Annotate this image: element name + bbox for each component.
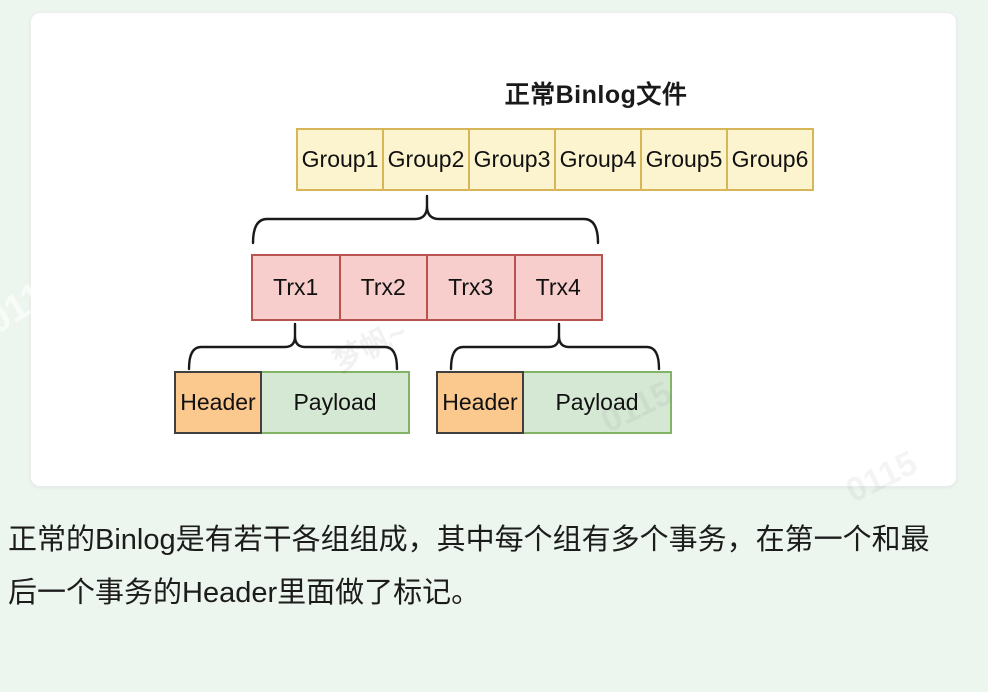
brace-group-to-trx bbox=[251, 194, 600, 245]
trx-cell-1: Trx1 bbox=[251, 254, 341, 321]
event-payload-box-1: Payload bbox=[260, 371, 410, 434]
trx-row: Trx1 Trx2 Trx3 Trx4 bbox=[251, 254, 603, 321]
event-payload-box-2: Payload bbox=[522, 371, 672, 434]
event-header-box-2: Header bbox=[436, 371, 524, 434]
group-cell-1: Group1 bbox=[296, 128, 384, 191]
brace-trx1-to-event bbox=[187, 322, 399, 371]
group-cell-6: Group6 bbox=[726, 128, 814, 191]
brace-layer bbox=[187, 194, 661, 371]
group-cell-4: Group4 bbox=[554, 128, 642, 191]
event-header-box-1: Header bbox=[174, 371, 262, 434]
caption-paragraph: 正常的Binlog是有若干各组组成，其中每个组有多个事务，在第一个和最 后一个事… bbox=[8, 514, 982, 620]
caption-line-1: 正常的Binlog是有若干各组组成，其中每个组有多个事务，在第一个和最 bbox=[8, 524, 930, 556]
brace-trx4-to-event bbox=[449, 322, 661, 371]
trx-cell-2: Trx2 bbox=[338, 254, 428, 321]
group-cell-3: Group3 bbox=[468, 128, 556, 191]
diagram-title: 正常Binlog文件 bbox=[504, 81, 688, 109]
group-cell-5: Group5 bbox=[640, 128, 728, 191]
caption-line-2: 后一个事务的Header里面做了标记。 bbox=[8, 577, 481, 609]
diagram-card: 正常Binlog文件 Group1 Group2 Group3 Group4 G… bbox=[30, 12, 957, 487]
event-pair-1: Header Payload bbox=[174, 371, 410, 434]
group-row: Group1 Group2 Group3 Group4 Group5 Group… bbox=[296, 128, 814, 191]
trx-cell-4: Trx4 bbox=[513, 254, 603, 321]
trx-cell-3: Trx3 bbox=[426, 254, 516, 321]
event-pair-2: Header Payload bbox=[436, 371, 672, 434]
